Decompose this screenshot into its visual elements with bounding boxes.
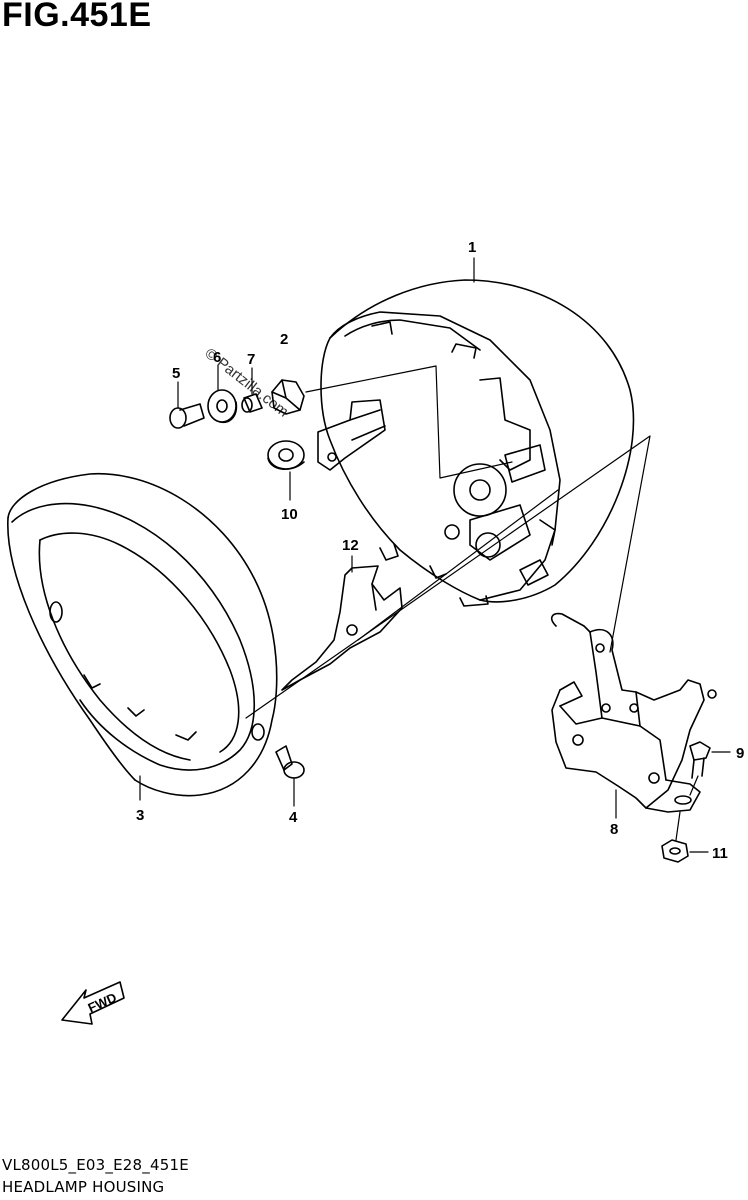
diagram-code: VL800L5_E03_E28_451E [2,1156,189,1174]
callout-3: 3 [136,807,144,824]
screw-5-part [169,403,205,429]
fwd-arrow-icon: FWD [61,981,125,1025]
fwd-label: FWD [86,990,119,1016]
callout-2: 2 [280,331,288,348]
figure-title: FIG.451E [2,0,152,34]
bolt-4-part [275,745,305,779]
callout-6: 6 [213,349,221,366]
washer-6-part [207,389,238,424]
bracket-plate-part [281,565,403,691]
sleeve-7-part [241,393,263,413]
callout-5: 5 [172,365,180,382]
diagram-title: HEADLAMP HOUSING [2,1178,165,1196]
headlamp-rim-part [7,472,278,797]
headlamp-housing-part [317,279,635,607]
callout-8: 8 [610,821,618,838]
callout-7: 7 [247,351,255,368]
nut-11-part [661,839,689,863]
callout-11: 11 [712,845,728,862]
leader-lines [139,257,731,853]
callout-9: 9 [736,745,744,762]
callout-10: 10 [281,506,298,523]
callout-1: 1 [468,239,476,256]
callout-4: 4 [289,809,298,826]
grommet-10-part [267,440,305,470]
nut-2-part [271,379,305,415]
mounting-bracket-part [550,612,717,813]
callout-12: 12 [342,537,359,554]
bolt-9-part [689,741,711,779]
